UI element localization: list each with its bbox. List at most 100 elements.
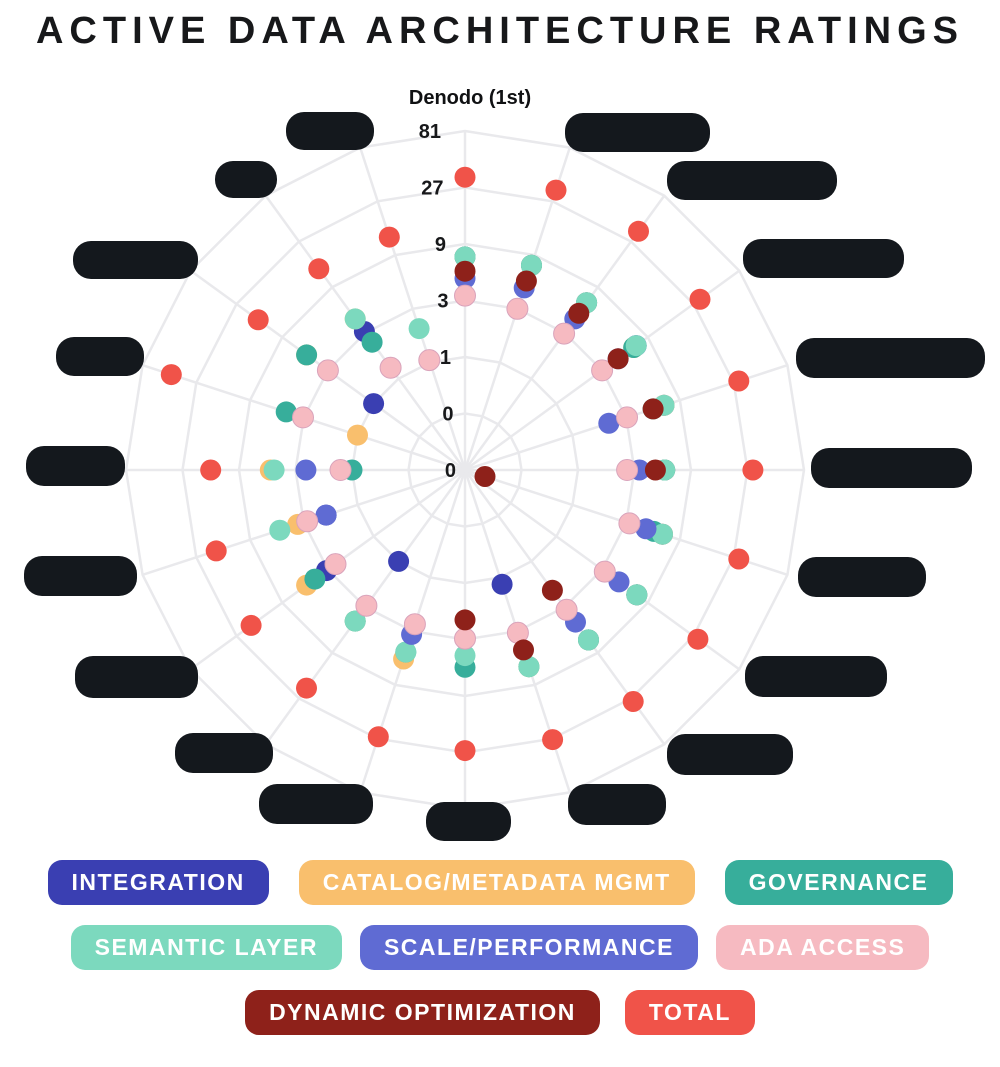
redacted-vendor-label bbox=[796, 338, 985, 378]
chart-legend: INTEGRATION CATALOG/METADATA MGMT GOVERNAN… bbox=[0, 860, 1000, 1055]
dot-ada_access bbox=[316, 359, 339, 382]
dot-dynamic_optimization bbox=[607, 348, 629, 370]
dot-ada_access bbox=[593, 560, 616, 583]
dot-ada_access bbox=[553, 322, 576, 345]
dot-ada_access bbox=[292, 406, 314, 429]
redacted-vendor-label bbox=[565, 113, 710, 152]
radial-tick-label: 27 bbox=[421, 178, 443, 200]
redacted-vendor-label bbox=[26, 446, 125, 486]
dot-dynamic_optimization bbox=[454, 260, 476, 282]
dot-semantic_layer bbox=[578, 629, 599, 651]
dot-ada_access bbox=[355, 594, 378, 617]
dot-semantic_layer bbox=[626, 584, 648, 606]
legend-pill-semantic-layer: SEMANTIC LAYER bbox=[70, 925, 342, 970]
dot-semantic_layer bbox=[408, 318, 430, 340]
dot-ada_access bbox=[616, 459, 639, 481]
legend-pill-total: TOTAL bbox=[624, 990, 755, 1035]
legend-pill-scale-performance: SCALE/PERFORMANCE bbox=[359, 925, 698, 970]
dot-scale_performance bbox=[295, 459, 317, 481]
redacted-vendor-label bbox=[24, 556, 137, 596]
dot-total bbox=[200, 459, 222, 481]
dot-total bbox=[378, 226, 400, 248]
dot-governance bbox=[275, 401, 297, 423]
redacted-vendor-label bbox=[667, 734, 793, 775]
radial-tick-label: 9 bbox=[435, 234, 446, 256]
dot-total bbox=[160, 364, 182, 386]
dot-total bbox=[628, 220, 649, 242]
redacted-vendor-label bbox=[175, 733, 273, 773]
dot-scale_performance bbox=[315, 504, 337, 526]
dot-integration bbox=[363, 393, 385, 415]
legend-pill-catalog-metadata-mgmt: CATALOG/METADATA MGMT bbox=[298, 860, 695, 905]
dot-total bbox=[367, 726, 389, 748]
legend-row: SEMANTIC LAYER SCALE/PERFORMANCE ADA ACCES… bbox=[0, 925, 1000, 970]
legend-pill-ada-access: ADA ACCESS bbox=[715, 925, 930, 970]
redacted-vendor-label bbox=[568, 784, 666, 825]
redacted-vendor-label bbox=[426, 802, 511, 841]
dot-total bbox=[728, 370, 750, 392]
dot-ada_access bbox=[296, 510, 319, 533]
dot-dynamic_optimization bbox=[541, 579, 563, 601]
dot-governance bbox=[304, 568, 326, 590]
redacted-vendor-label bbox=[743, 239, 904, 278]
dot-total bbox=[542, 729, 564, 751]
dot-ada_access bbox=[324, 553, 347, 576]
dot-semantic_layer bbox=[395, 641, 417, 663]
dot-total bbox=[687, 628, 709, 650]
redacted-vendor-label bbox=[745, 656, 887, 697]
dot-semantic_layer bbox=[344, 308, 366, 330]
dot-ada_access bbox=[418, 349, 441, 372]
dot-total bbox=[308, 258, 330, 280]
dot-ada_access bbox=[454, 284, 476, 307]
dot-total bbox=[296, 677, 317, 699]
dot-ada_access bbox=[379, 356, 402, 379]
dot-semantic_layer bbox=[344, 610, 366, 632]
dot-ada_access bbox=[454, 627, 476, 650]
redacted-vendor-label bbox=[286, 112, 374, 150]
dot-total bbox=[728, 548, 750, 570]
dot-semantic_layer bbox=[269, 519, 291, 541]
dot-catalog_metadata_mgmt bbox=[347, 424, 368, 446]
redacted-vendor-label bbox=[75, 656, 198, 698]
redacted-vendor-label bbox=[798, 557, 926, 597]
dot-ada_access bbox=[591, 359, 614, 382]
dot-ada_access bbox=[329, 459, 352, 481]
legend-pill-integration: INTEGRATION bbox=[47, 860, 269, 905]
dot-semantic_layer bbox=[263, 459, 285, 481]
redacted-vendor-label bbox=[811, 448, 972, 488]
dot-ada_access bbox=[616, 406, 638, 429]
redacted-vendor-label bbox=[73, 241, 198, 279]
dot-dynamic_optimization bbox=[513, 639, 534, 661]
dot-semantic_layer bbox=[625, 335, 647, 357]
grid-spoke bbox=[359, 147, 467, 471]
legend-pill-governance: GOVERNANCE bbox=[724, 860, 953, 905]
dot-total bbox=[454, 166, 476, 188]
dot-dynamic_optimization bbox=[568, 302, 590, 324]
dot-governance bbox=[296, 344, 318, 366]
dot-total bbox=[742, 459, 764, 481]
legend-pill-dynamic-optimization: DYNAMIC OPTIMIZATION bbox=[245, 990, 600, 1035]
dot-integration bbox=[491, 573, 513, 595]
redacted-vendor-label bbox=[667, 161, 837, 200]
dot-dynamic_optimization bbox=[515, 270, 537, 292]
legend-row: DYNAMIC OPTIMIZATION TOTAL bbox=[0, 990, 1000, 1035]
page-title: ACTIVE DATA ARCHITECTURE RATINGS bbox=[35, 10, 965, 52]
redacted-vendor-label bbox=[259, 784, 373, 824]
radial-tick-label: 81 bbox=[419, 121, 441, 143]
dot-ada_access bbox=[618, 512, 641, 535]
radial-tick-label: 0 bbox=[442, 404, 453, 426]
dot-total bbox=[454, 740, 476, 762]
dot-ada_access bbox=[403, 613, 426, 636]
radial-tick-label: 1 bbox=[440, 347, 451, 369]
dot-semantic_layer bbox=[454, 645, 476, 667]
dot-dynamic_optimization bbox=[642, 398, 664, 420]
dot-dynamic_optimization bbox=[474, 466, 496, 487]
redacted-vendor-label bbox=[215, 161, 277, 198]
dot-integration bbox=[388, 550, 410, 572]
dot-semantic_layer bbox=[652, 523, 673, 545]
dot-scale_performance bbox=[598, 412, 620, 434]
vendor-label-denodo: Denodo (1st) bbox=[409, 87, 531, 109]
redacted-vendor-label bbox=[56, 337, 144, 376]
